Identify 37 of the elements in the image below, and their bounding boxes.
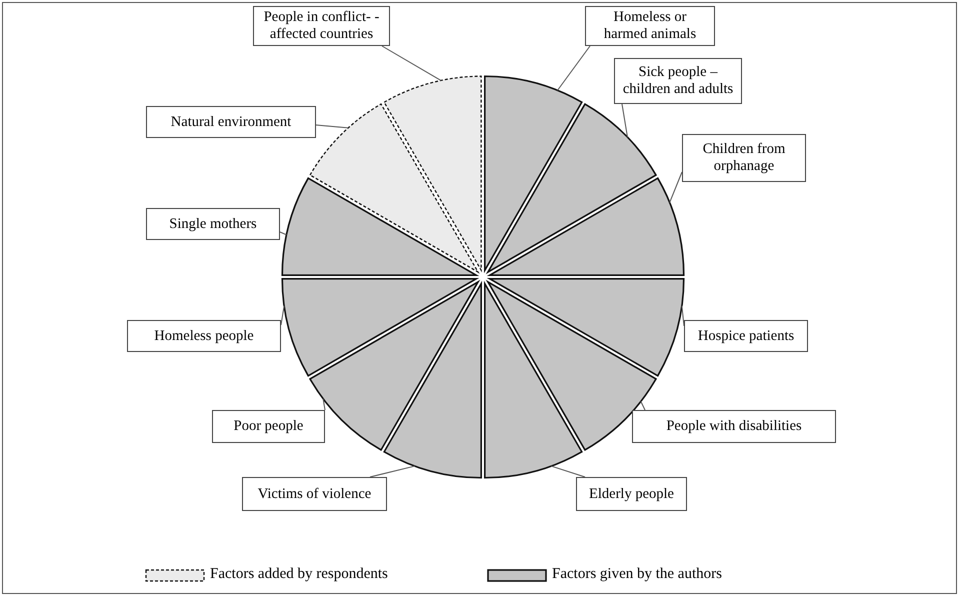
legend-label: Factors given by the authors [552, 566, 722, 583]
dashed-pie-slice [309, 103, 479, 273]
leader-line [550, 466, 586, 478]
leader-line [316, 124, 349, 128]
pie-slice [383, 282, 482, 479]
pie-slice [484, 282, 583, 479]
label-box: Natural environment [146, 106, 316, 138]
label-box: Single mothers [146, 208, 280, 240]
label-box: Children from orphanage [682, 134, 806, 182]
leader-line [622, 104, 628, 138]
pie-slice [484, 75, 583, 272]
pie-slice [309, 281, 479, 451]
label-box: Victims of violence [242, 477, 387, 511]
leader-line [669, 172, 682, 204]
label-box: Homeless or harmed animals [585, 6, 715, 46]
leader-line [640, 400, 646, 410]
leader-line [322, 398, 326, 410]
legend-label: Factors added by respondents [210, 566, 388, 583]
pie-slice [281, 177, 478, 276]
label-box: Sick people – children and adults [614, 58, 742, 104]
pie-slice [281, 278, 478, 377]
label-box: People in conflict- -affected countries [253, 6, 390, 46]
leader-line [280, 232, 287, 236]
label-box: Hospice patients [684, 320, 808, 352]
label-box: Poor people [212, 410, 325, 443]
pie-slice [487, 103, 657, 273]
leader-line [556, 46, 590, 91]
pie-slice [488, 177, 685, 276]
dashed-pie-slice [384, 76, 482, 271]
label-box: People with disabilities [632, 410, 836, 443]
label-box: Homeless people [127, 320, 281, 352]
pie-slice [488, 278, 685, 377]
leader-line [370, 466, 416, 478]
label-box: Elderly people [576, 477, 687, 511]
pie-slice [487, 281, 657, 451]
leader-line [382, 46, 442, 81]
leader-line [681, 305, 684, 326]
